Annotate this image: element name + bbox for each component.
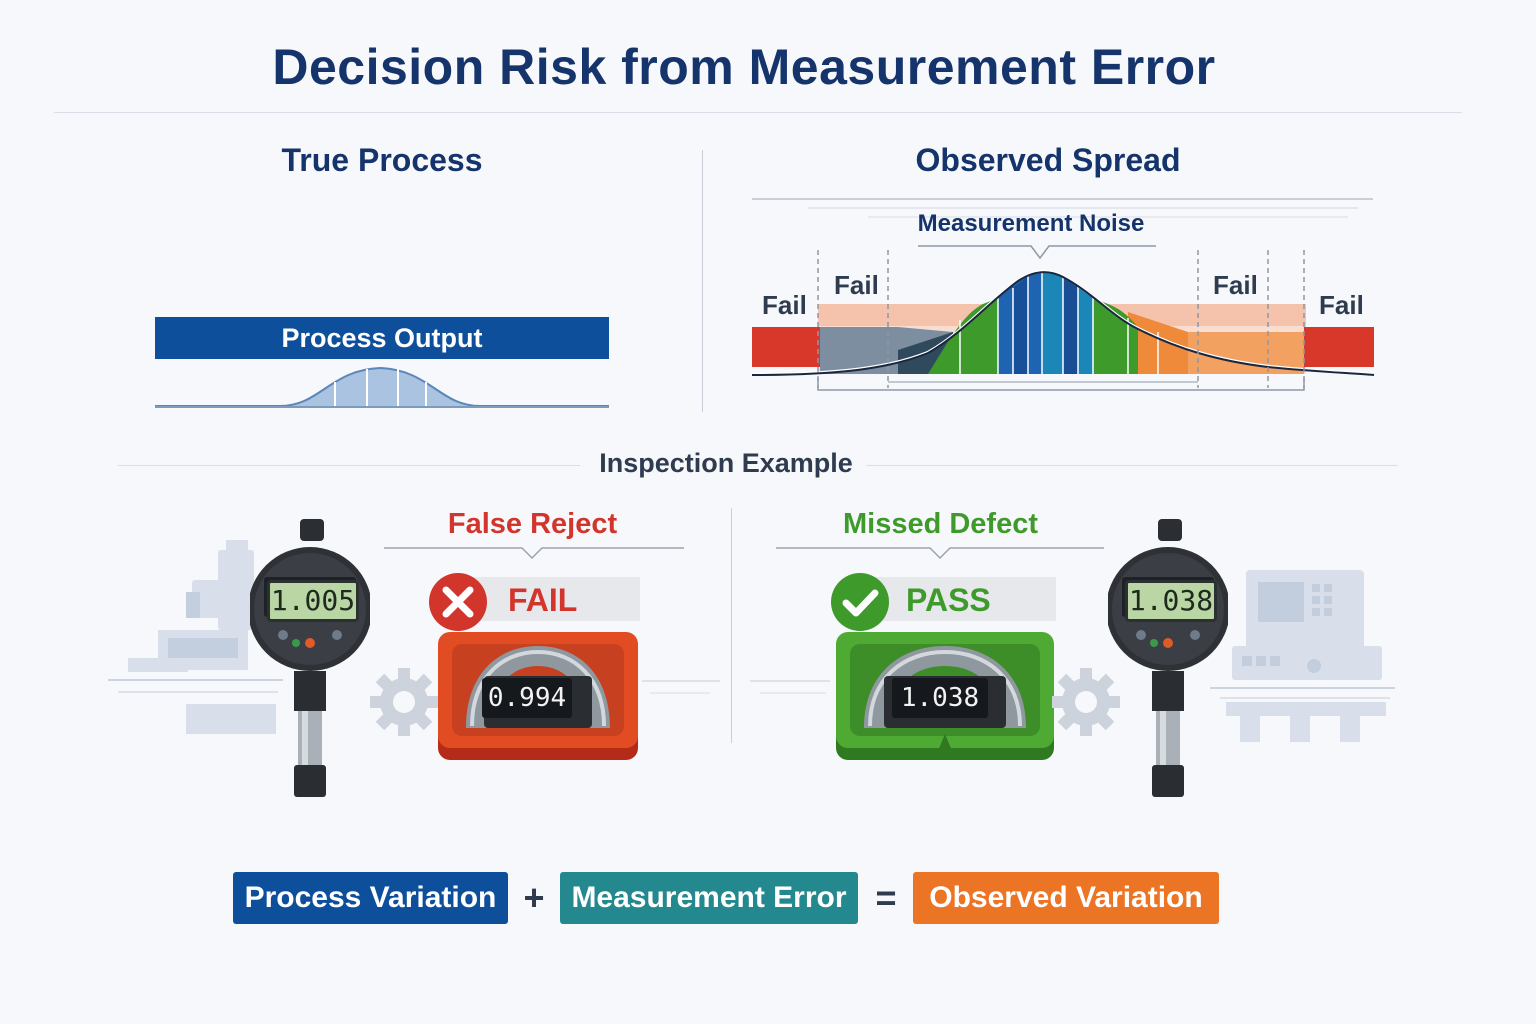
observed-spread-chart — [751, 198, 1375, 391]
process-variation-box: Process Variation — [233, 872, 508, 924]
fail-label-inner-right: Fail — [1213, 270, 1258, 300]
true-process-curve-line — [155, 366, 609, 407]
fail-result-bar — [460, 577, 640, 621]
accepted-part-reading: 1.038 — [892, 678, 988, 718]
gauge-button-icon — [1163, 638, 1173, 648]
gauge-button-icon — [278, 630, 288, 640]
true-process-curve-fill — [155, 368, 609, 406]
pass-check-icon — [831, 573, 889, 631]
observed-spread-heading: Observed Spread — [915, 142, 1181, 178]
pass-result-text: PASS — [906, 582, 991, 618]
inspection-rule-right — [866, 465, 1398, 466]
pass-result-bar — [862, 577, 1056, 621]
measurement-error-box: Measurement Error — [560, 872, 858, 924]
left-machine-illustration — [108, 540, 283, 734]
gauge-button-icon — [332, 630, 342, 640]
gear-icon — [370, 668, 438, 736]
fail-label-outer-left: Fail — [762, 290, 807, 320]
rejected-part-reading: 0.994 — [482, 678, 572, 718]
right-gauge-display: 1.038 — [1125, 580, 1217, 622]
observed-variation-box: Observed Variation — [913, 872, 1219, 924]
title-divider — [54, 112, 1462, 113]
gauge-button-icon — [1150, 639, 1158, 647]
inspection-rule-left — [118, 465, 580, 466]
false-reject-label: False Reject — [447, 508, 618, 540]
equals-sign: = — [875, 877, 897, 918]
left-gauge-display: 1.005 — [267, 580, 359, 622]
fail-zone-right — [1304, 327, 1374, 367]
fail-label-outer-right: Fail — [1319, 290, 1364, 320]
curve-green-left — [928, 298, 998, 374]
top-divider — [702, 150, 703, 412]
true-process-heading: True Process — [281, 142, 483, 178]
gear-icon — [1052, 668, 1120, 736]
process-output-bar: Process Output — [155, 317, 609, 359]
gauge-button-icon — [305, 638, 315, 648]
right-machine-illustration — [1210, 570, 1395, 742]
fail-result-text: FAIL — [508, 582, 578, 618]
gauge-button-icon — [1190, 630, 1200, 640]
fail-label-inner-left: Fail — [834, 270, 879, 300]
inspection-divider — [731, 508, 732, 743]
inspection-heading: Inspection Example — [599, 448, 853, 478]
left-digital-gauge — [250, 519, 370, 797]
noise-bracket — [918, 245, 1156, 260]
fail-zone-left — [752, 327, 820, 367]
page-title: Decision Risk from Measurement Error — [272, 39, 1216, 95]
false-reject-bracket — [384, 547, 684, 560]
curve-green-right — [1093, 298, 1138, 374]
gauge-button-icon — [292, 639, 300, 647]
missed-defect-label: Missed Defect — [842, 508, 1038, 540]
true-process-curve — [155, 366, 609, 408]
gauge-button-icon — [1136, 630, 1146, 640]
fail-x-icon — [429, 573, 487, 631]
measurement-noise-label: Measurement Noise — [917, 210, 1145, 237]
right-digital-gauge — [1108, 519, 1228, 797]
spec-limit-lines — [817, 250, 1305, 388]
bottom-bracket — [817, 378, 1305, 391]
plus-sign: + — [523, 877, 545, 918]
missed-defect-bracket — [776, 547, 1104, 560]
